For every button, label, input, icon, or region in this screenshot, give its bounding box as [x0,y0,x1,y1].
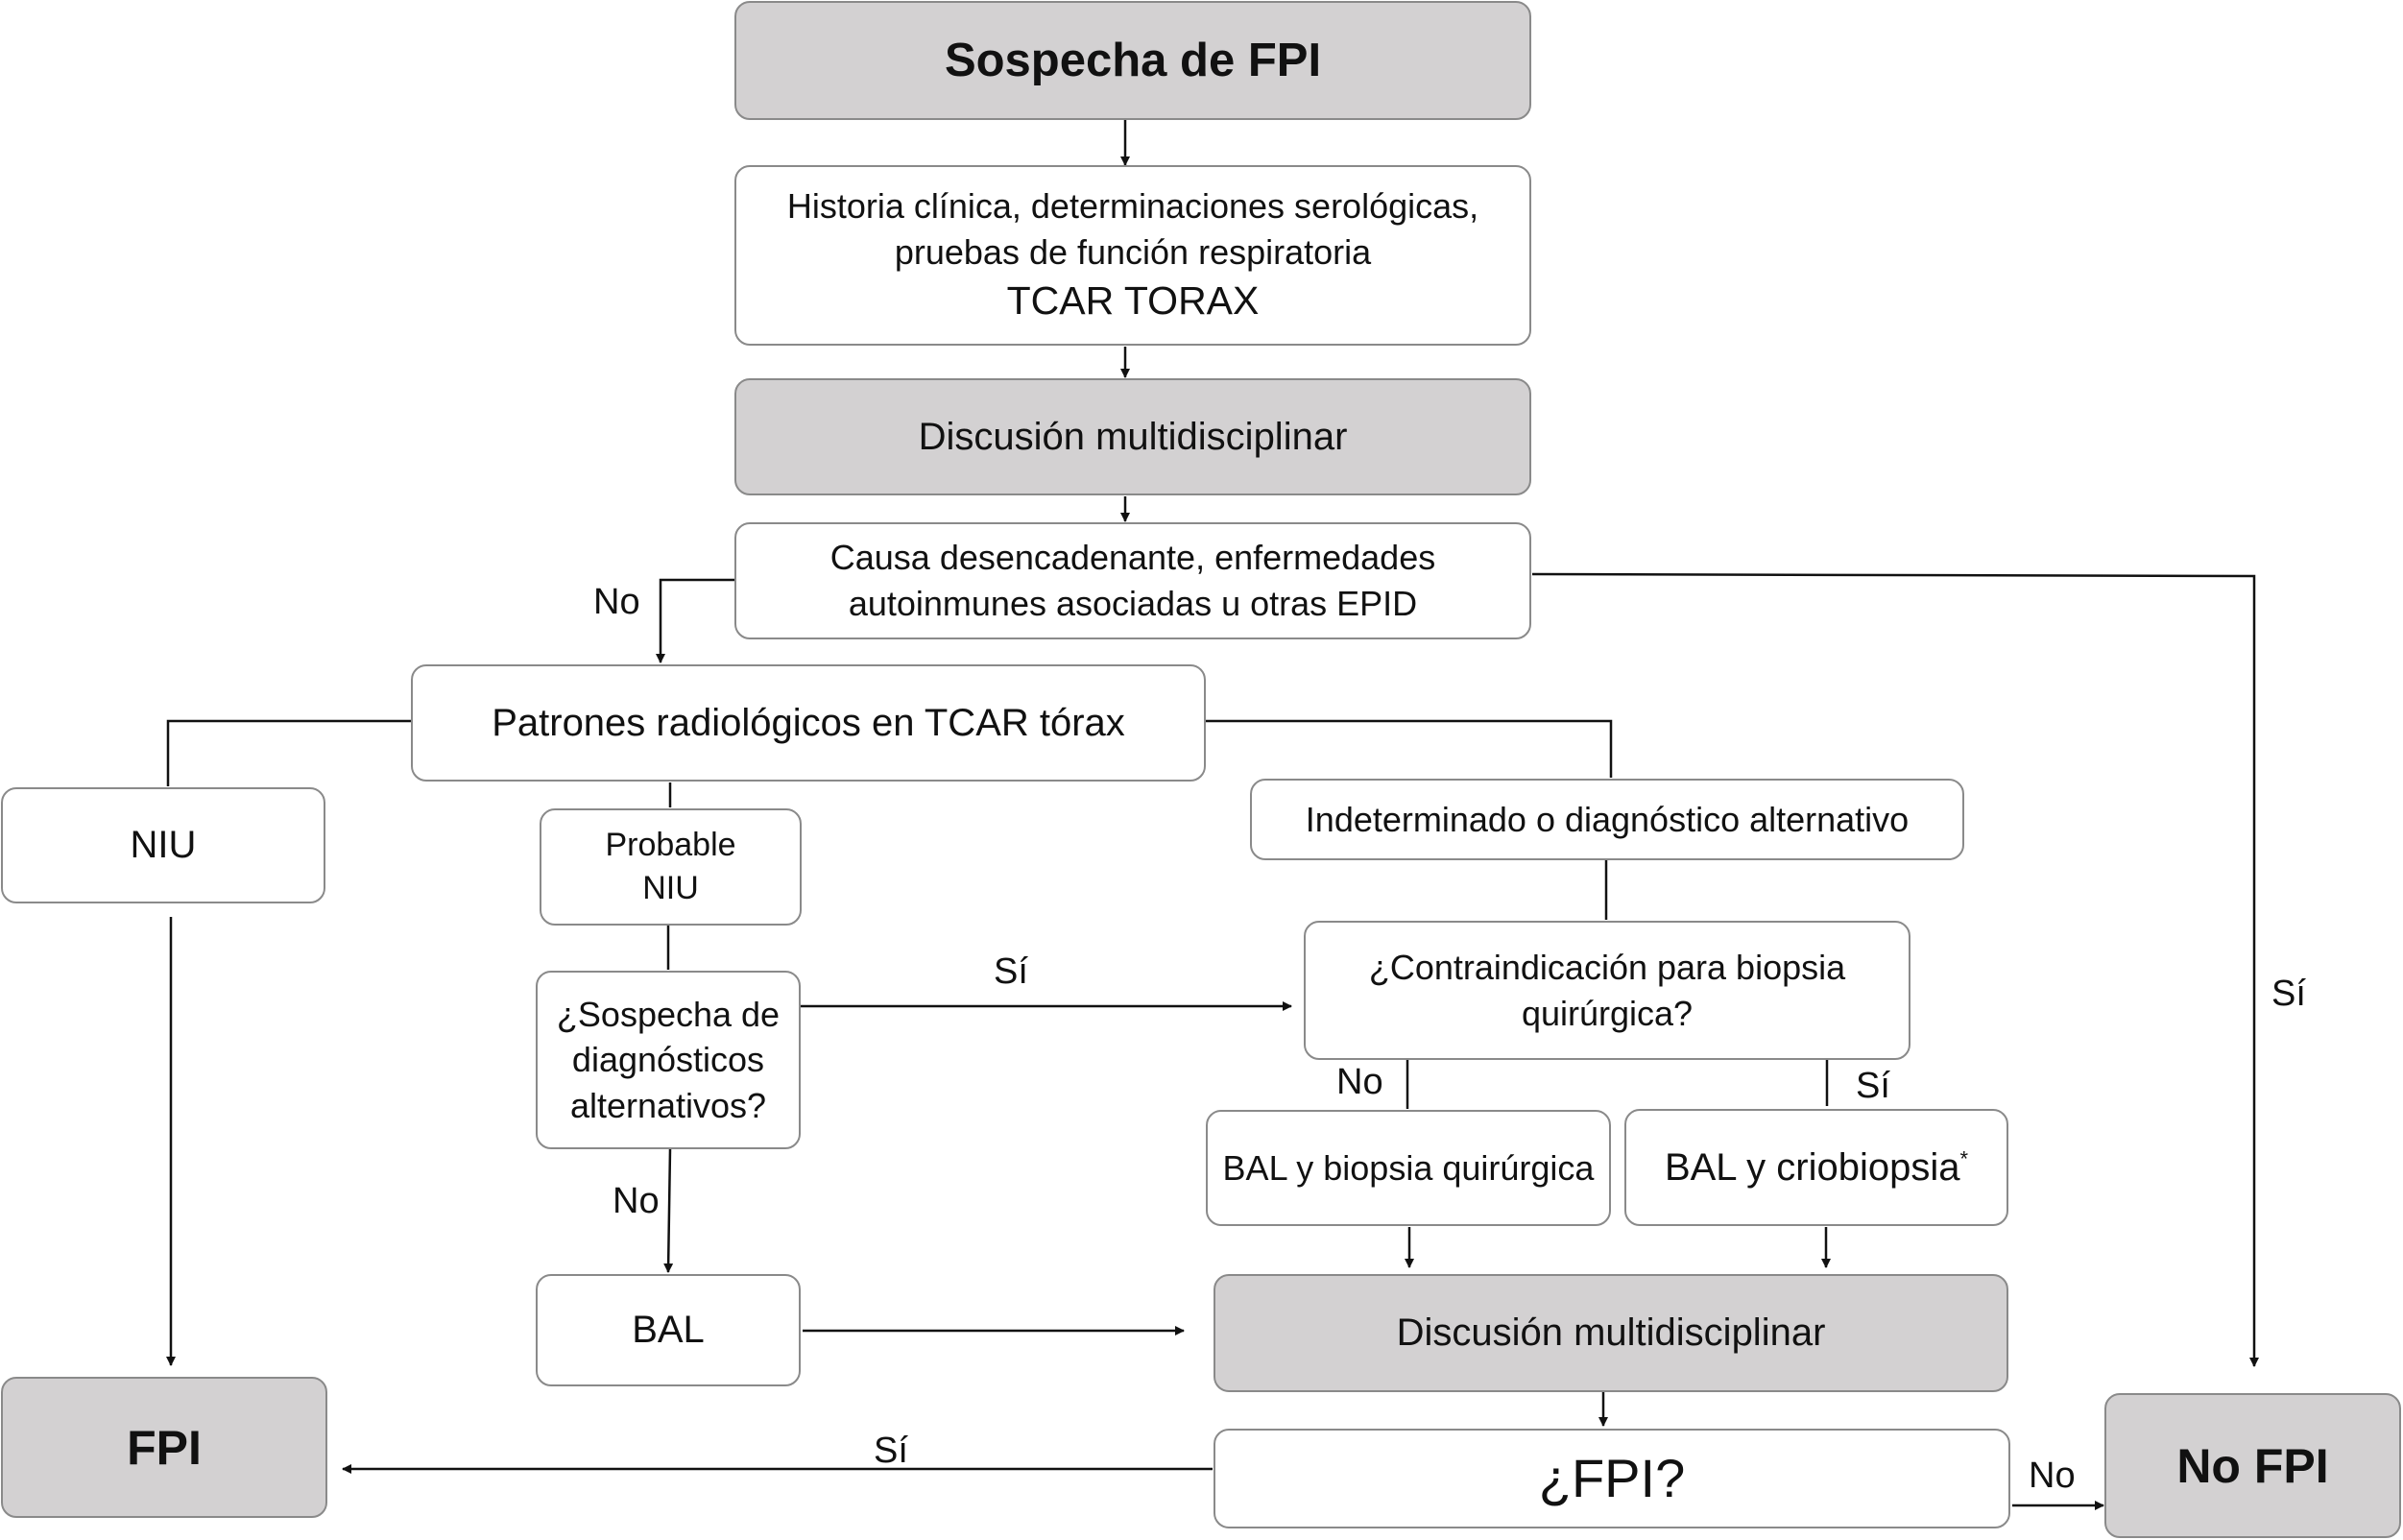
probable-line-2: NIU [642,870,699,906]
causa-line-1: Causa desencadenante, enfermedades [829,538,1436,578]
bal-text: BAL [632,1309,705,1352]
contraindicacion-box: ¿Contraindicación para biopsia quirúrgic… [1304,921,1910,1060]
probable-niu-box: Probable NIU [540,808,802,926]
label-si-causa: Sí [2271,974,2306,1014]
indeterminado-text: Indeterminado o diagnóstico alternativo [1305,799,1910,839]
bal-box: BAL [536,1274,801,1386]
contraindicacion-line-2: quirúrgica? [1521,993,1694,1033]
line-patrones-indeterminado [1206,719,1613,778]
fpi-question-box: ¿FPI? [1214,1429,2010,1528]
indeterminado-box: Indeterminado o diagnóstico alternativo [1250,779,1964,860]
contraindicacion-line-1: ¿Contraindicación para biopsia [1368,947,1846,987]
sospecha-alt-line-2: diagnósticos [571,1040,765,1080]
label-no-causa: No [593,582,640,622]
niu-box: NIU [1,787,325,903]
label-no-contra: No [1336,1062,1383,1102]
bal-criobiopsia-footnote-mark: * [1959,1146,1969,1171]
causa-desencadenante-box: Causa desencadenante, enfermedades autoi… [734,522,1531,639]
fpi-text: FPI [127,1420,202,1475]
no-fpi-text: No FPI [2176,1438,2329,1493]
sospecha-alt-line-3: alternativos? [569,1085,767,1125]
historia-line-1: Historia clínica, determinaciones seroló… [786,186,1479,227]
label-si-contra: Sí [1856,1066,1890,1106]
bal-biopsia-text: BAL y biopsia quirúrgica [1222,1147,1595,1188]
bal-biopsia-box: BAL y biopsia quirúrgica [1206,1110,1611,1226]
patrones-radiologicos-box: Patrones radiológicos en TCAR tórax [411,664,1206,782]
discusion-1-text: Discusión multidisciplinar [918,415,1348,458]
patrones-text: Patrones radiológicos en TCAR tórax [492,701,1125,744]
sospecha-fpi-box: Sospecha de FPI [734,1,1531,120]
probable-line-1: Probable [605,827,736,864]
historia-line-3: TCAR TORAX [1006,278,1260,324]
fpi-box: FPI [1,1377,327,1518]
sospecha-alt-line-1: ¿Sospecha de [556,994,781,1034]
arrow-causa-no [656,578,735,663]
label-si-fpi: Sí [874,1431,908,1471]
no-fpi-box: No FPI [2104,1393,2401,1538]
sospecha-fpi-text: Sospecha de FPI [944,34,1322,86]
label-no-fpi: No [2029,1456,2076,1496]
discusion-multidisciplinar-box-1: Discusión multidisciplinar [734,378,1531,495]
line-patrones-niu [166,719,411,786]
arrow-causa-si [1531,572,2259,1367]
fpi-question-text: ¿FPI? [1538,1448,1686,1509]
label-no-sospecha: No [613,1181,660,1221]
arrow-sospecha-bal [663,1148,674,1273]
bal-criobiopsia-box: BAL y criobiopsia* [1624,1109,2008,1226]
discusion-2-text: Discusión multidisciplinar [1396,1311,1826,1355]
causa-line-2: autoinmunes asociadas u otras EPID [848,584,1418,623]
historia-line-2: pruebas de función respiratoria [894,231,1372,272]
discusion-multidisciplinar-box-2: Discusión multidisciplinar [1214,1274,2008,1392]
niu-text: NIU [130,824,197,867]
bal-criobiopsia-label: BAL y criobiopsia [1664,1145,1960,1189]
bal-criobiopsia-text: BAL y criobiopsia* [1665,1143,1968,1193]
historia-clinica-box: Historia clínica, determinaciones seroló… [734,165,1531,346]
sospecha-alternativos-box: ¿Sospecha de diagnósticos alternativos? [536,971,801,1149]
label-si-sospecha: Sí [994,951,1028,992]
